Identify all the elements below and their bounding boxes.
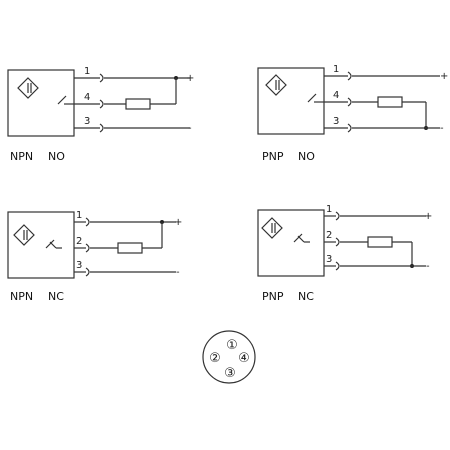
type-label: PNP bbox=[262, 290, 284, 303]
pin-number-3: 3 bbox=[333, 116, 339, 127]
sensor-box bbox=[7, 69, 75, 137]
diagram-npn-nc: 1 + 2 3 - NPN NC bbox=[7, 210, 182, 303]
sensor-diamond-icon bbox=[13, 224, 35, 246]
pin-number-1: 1 bbox=[76, 210, 82, 221]
pin-number-4: 4 bbox=[333, 90, 339, 101]
type-label: PNP bbox=[262, 150, 284, 163]
polarity-plus: + bbox=[186, 73, 194, 84]
pin-number-2: 2 bbox=[76, 236, 82, 247]
sensor-diamond-icon bbox=[17, 77, 39, 99]
sensor-box bbox=[257, 209, 325, 277]
switch-contact-icon bbox=[293, 233, 310, 243]
polarity-minus: - bbox=[440, 123, 444, 134]
diagram-npn-no: 1 + 4 3 - NPN NO bbox=[7, 66, 194, 163]
pin-number-3: 3 bbox=[84, 116, 90, 127]
pin-number-4: 4 bbox=[84, 92, 90, 103]
sensor-diamond-icon bbox=[261, 217, 283, 239]
polarity-plus: + bbox=[440, 71, 448, 82]
connector-pin-2: ② bbox=[209, 351, 221, 366]
pin-number-1: 1 bbox=[84, 66, 90, 77]
connector-pin-4: ④ bbox=[238, 351, 250, 366]
polarity-minus: - bbox=[426, 261, 430, 272]
type-label: NPN bbox=[10, 290, 33, 303]
resistor-icon bbox=[377, 96, 403, 108]
pin-number-2: 2 bbox=[326, 230, 332, 241]
sensor-box bbox=[257, 67, 325, 135]
polarity-plus: + bbox=[174, 217, 182, 228]
connector-plug-icon: ① ② ③ ④ bbox=[202, 330, 256, 384]
pin-number-3: 3 bbox=[326, 254, 332, 265]
resistor-icon bbox=[117, 242, 143, 254]
polarity-minus: - bbox=[176, 267, 180, 278]
resistor-icon bbox=[367, 236, 393, 248]
diagram-pnp-nc: 1 + 2 3 - PNP NC bbox=[257, 204, 432, 303]
switch-contact-icon bbox=[45, 239, 62, 249]
switch-contact-icon bbox=[57, 95, 74, 105]
resistor-icon bbox=[125, 98, 151, 110]
pin-number-3: 3 bbox=[76, 260, 82, 271]
polarity-minus: - bbox=[188, 123, 192, 134]
pin-number-1: 1 bbox=[333, 64, 339, 75]
type-label: NPN bbox=[10, 150, 33, 163]
connector-pin-1: ① bbox=[226, 338, 238, 353]
contact-label: NO bbox=[298, 150, 315, 163]
polarity-plus: + bbox=[424, 211, 432, 222]
diagram-pnp-no: 1 + 4 3 - PNP NO bbox=[257, 64, 448, 163]
pin-number-1: 1 bbox=[326, 204, 332, 215]
switch-contact-icon bbox=[307, 93, 324, 103]
sensor-box bbox=[7, 211, 75, 279]
contact-label: NO bbox=[48, 150, 65, 163]
contact-label: NC bbox=[48, 290, 64, 303]
connector-pin-3: ③ bbox=[224, 366, 236, 381]
contact-label: NC bbox=[298, 290, 314, 303]
sensor-diamond-icon bbox=[265, 74, 287, 96]
